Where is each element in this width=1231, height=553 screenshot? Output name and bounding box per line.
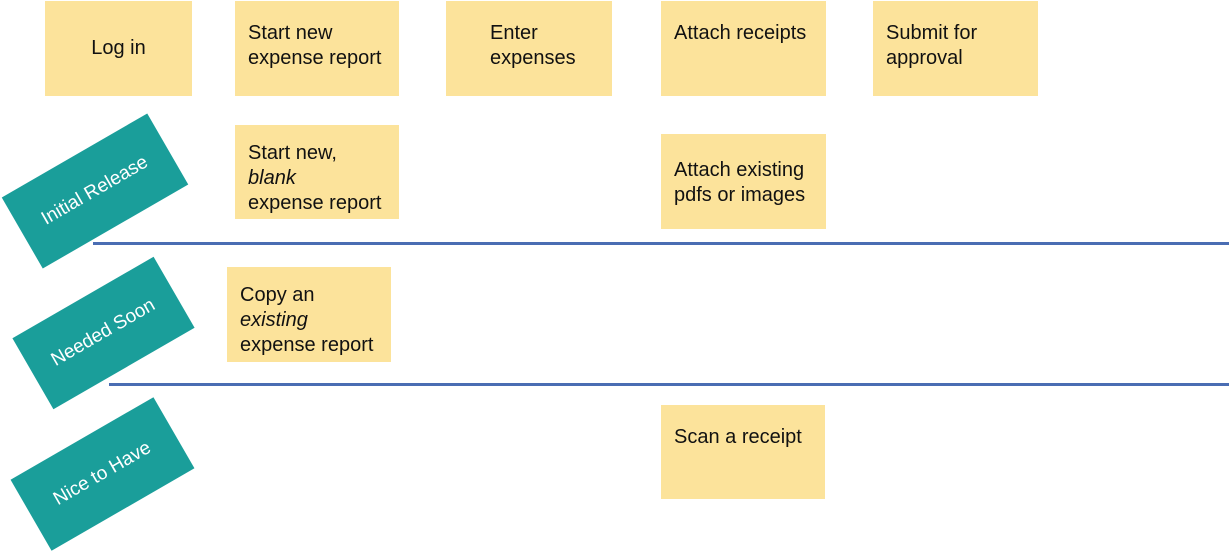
sticky-note-start-new-blank-report: Start new, blank expense report <box>235 125 399 219</box>
release-tag-nice-to-have: Nice to Have <box>10 397 195 551</box>
sticky-note-text: expense report <box>240 334 374 356</box>
sticky-note-attach-existing-files: Attach existing pdfs or images <box>661 134 826 229</box>
sticky-note-text: Submit for <box>886 22 978 44</box>
release-divider-line <box>93 242 1229 245</box>
sticky-note-text: expenses <box>490 47 576 69</box>
release-tag-needed-soon: Needed Soon <box>12 256 195 410</box>
sticky-note-text: expense report <box>248 47 382 69</box>
sticky-note-text: Attach receipts <box>674 22 807 44</box>
release-tag-initial-release: Initial Release <box>1 113 189 269</box>
sticky-note-text: expense report <box>248 192 382 214</box>
sticky-note-text: pdfs or images <box>674 184 806 206</box>
sticky-note-start-new-report: Start new expense report <box>235 1 399 96</box>
sticky-note-text: existing <box>240 309 308 331</box>
release-tag-label: Initial Release <box>37 151 152 230</box>
sticky-note-scan-receipt: Scan a receipt <box>661 405 825 499</box>
sticky-note-copy-existing-report: Copy an existing expense report <box>227 267 391 362</box>
sticky-note-text: Attach existing <box>674 159 805 181</box>
sticky-note-text: Enter <box>490 22 538 44</box>
sticky-note-enter-expenses: Enter expenses <box>446 1 612 96</box>
sticky-note-attach-receipts: Attach receipts <box>661 1 826 96</box>
sticky-note-text: Start new <box>248 22 333 44</box>
sticky-note-text: Scan a receipt <box>674 426 802 448</box>
sticky-note-text: blank <box>248 167 296 189</box>
sticky-note-text: Start new, <box>248 142 337 164</box>
release-tag-label: Nice to Have <box>49 437 155 510</box>
sticky-note-text: Copy an <box>240 284 315 306</box>
sticky-note-text: Log in <box>91 37 146 59</box>
sticky-note-text: approval <box>886 47 963 69</box>
sticky-note-submit-for-approval: Submit for approval <box>873 1 1038 96</box>
release-divider-line <box>109 383 1229 386</box>
release-tag-label: Needed Soon <box>47 294 159 371</box>
sticky-note-log-in: Log in <box>45 1 192 96</box>
